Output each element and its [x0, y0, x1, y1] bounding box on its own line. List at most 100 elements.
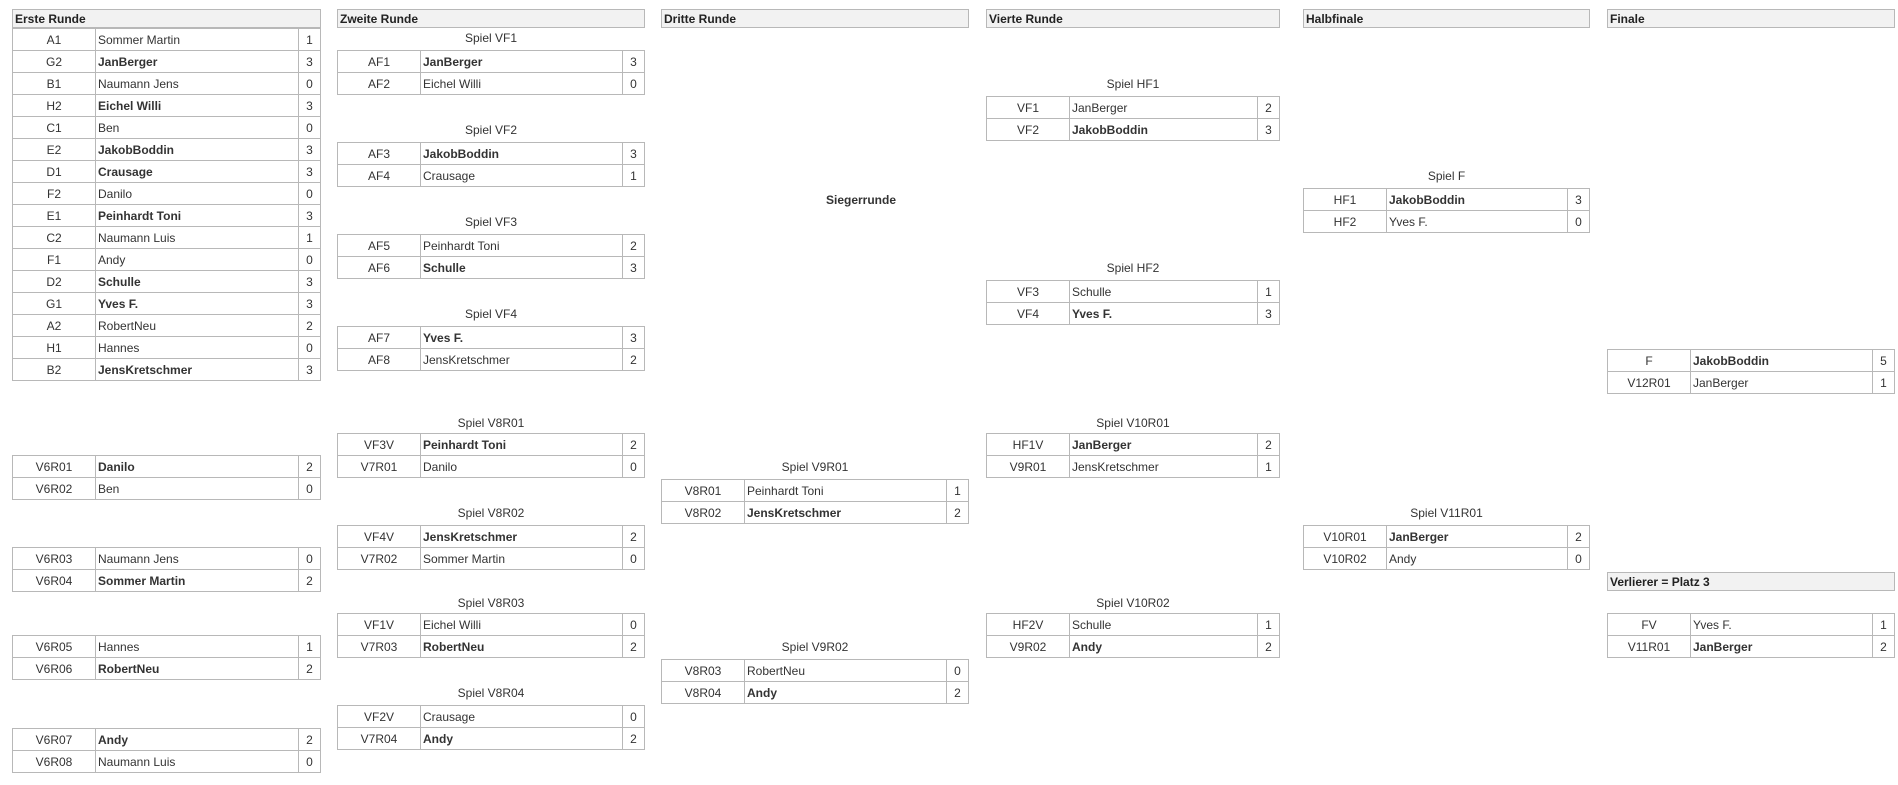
player-seed: F — [1607, 349, 1691, 372]
player-seed: V8R04 — [661, 681, 745, 704]
match-title-f: Spiel F — [1427, 169, 1466, 183]
player-seed: V6R03 — [12, 547, 96, 570]
player-score: 3 — [622, 256, 645, 279]
player-seed: VF4V — [337, 525, 421, 548]
player-seed: HF1 — [1303, 188, 1387, 211]
player-score: 3 — [622, 142, 645, 165]
player-score: 2 — [946, 501, 969, 524]
match-title-v8r04: Spiel V8R04 — [457, 686, 525, 700]
player-score: 2 — [298, 455, 321, 478]
player-seed: D1 — [12, 160, 96, 183]
player-name: JakobBoddin — [1690, 349, 1873, 372]
player-score: 0 — [622, 455, 645, 478]
player-seed: F2 — [12, 182, 96, 205]
player-seed: HF2 — [1303, 210, 1387, 233]
player-name: Yves F. — [420, 326, 623, 349]
player-score: 3 — [298, 292, 321, 315]
player-score: 3 — [298, 160, 321, 183]
player-score: 2 — [1872, 635, 1895, 658]
player-seed: V6R02 — [12, 477, 96, 500]
player-seed: V8R03 — [661, 659, 745, 682]
match-title-v8r03: Spiel V8R03 — [457, 596, 525, 610]
player-name: Yves F. — [1690, 613, 1873, 636]
player-name: Naumann Luis — [95, 750, 299, 773]
player-seed: AF1 — [337, 50, 421, 73]
player-name: Crausage — [420, 164, 623, 187]
player-name: Eichel Willi — [420, 72, 623, 95]
player-name: RobertNeu — [420, 635, 623, 658]
player-seed: B2 — [12, 358, 96, 381]
player-seed: E1 — [12, 204, 96, 227]
match-title-v11r01: Spiel V11R01 — [1410, 506, 1483, 520]
player-score: 3 — [622, 50, 645, 73]
player-score: 3 — [1257, 302, 1280, 325]
player-name: JakobBoddin — [420, 142, 623, 165]
player-score: 3 — [622, 326, 645, 349]
player-name: JanBerger — [1690, 371, 1873, 394]
player-seed: E2 — [12, 138, 96, 161]
player-score: 0 — [298, 547, 321, 570]
player-seed: VF2 — [986, 118, 1070, 141]
player-score: 2 — [622, 433, 645, 456]
player-name: Schulle — [95, 270, 299, 293]
header-finale: Finale — [1607, 9, 1895, 28]
player-name: JensKretschmer — [1069, 455, 1258, 478]
player-name: Naumann Jens — [95, 547, 299, 570]
siegerrunde-label: Siegerrunde — [825, 193, 897, 207]
player-name: Sommer Martin — [95, 569, 299, 592]
player-name: Sommer Martin — [95, 28, 299, 51]
player-seed: AF6 — [337, 256, 421, 279]
player-score: 2 — [622, 635, 645, 658]
player-name: Naumann Luis — [95, 226, 299, 249]
player-name: Andy — [95, 248, 299, 271]
player-seed: V8R01 — [661, 479, 745, 502]
player-seed: V11R01 — [1607, 635, 1691, 658]
player-seed: D2 — [12, 270, 96, 293]
player-seed: F1 — [12, 248, 96, 271]
player-seed: V6R07 — [12, 728, 96, 751]
player-seed: V7R02 — [337, 547, 421, 570]
player-name: Naumann Jens — [95, 72, 299, 95]
player-score: 0 — [298, 116, 321, 139]
player-name: JanBerger — [1386, 525, 1568, 548]
player-seed: A2 — [12, 314, 96, 337]
player-name: Ben — [95, 116, 299, 139]
header-dritte-runde: Dritte Runde — [661, 9, 969, 28]
player-seed: VF1 — [986, 96, 1070, 119]
player-score: 2 — [622, 727, 645, 750]
player-seed: V7R01 — [337, 455, 421, 478]
player-score: 3 — [298, 204, 321, 227]
player-score: 0 — [622, 613, 645, 636]
match-title-vf3: Spiel VF3 — [464, 215, 518, 229]
player-name: Sommer Martin — [420, 547, 623, 570]
